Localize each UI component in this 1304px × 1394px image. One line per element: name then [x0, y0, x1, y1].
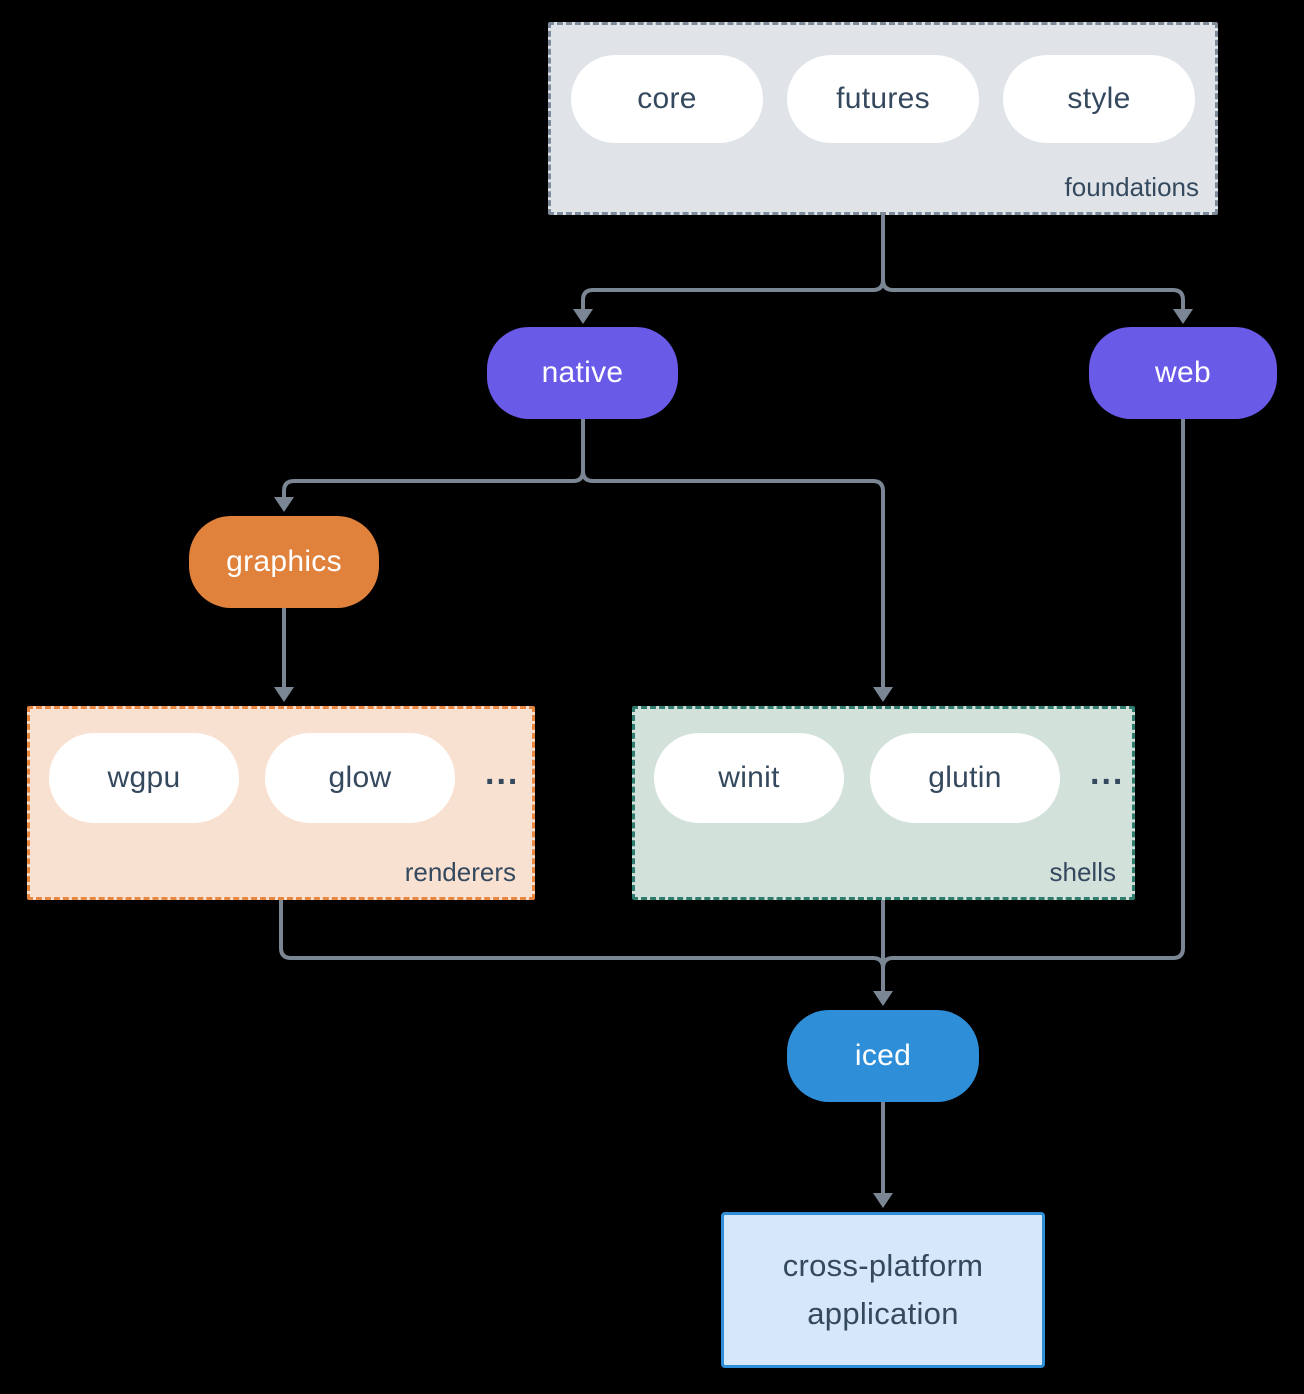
renderers-label: renderers: [404, 857, 516, 887]
node-futures: futures: [787, 55, 979, 143]
arrowhead-into-web: [1173, 309, 1193, 324]
edge-web-to-iced: [881, 419, 1185, 991]
node-winit: winit: [654, 733, 844, 823]
node-application: cross-platform application: [721, 1212, 1045, 1368]
shells-label: shells: [1049, 857, 1116, 887]
node-glutin: glutin: [870, 733, 1060, 823]
node-native: native: [487, 327, 678, 419]
edge-renderers-to-iced: [279, 900, 885, 991]
arrowhead-into-shells: [873, 687, 893, 702]
foundations-pill-row: core futures style: [551, 25, 1215, 143]
arrowhead-into-renderers: [274, 687, 294, 702]
renderers-ellipsis: ...: [485, 753, 520, 792]
shells-ellipsis: ...: [1090, 753, 1125, 792]
application-label-line1: cross-platform: [782, 1248, 984, 1283]
node-iced: iced: [787, 1010, 979, 1102]
arrowhead-into-iced: [873, 991, 893, 1006]
arrowhead-into-application: [873, 1193, 893, 1208]
node-core: core: [571, 55, 763, 143]
foundations-label: foundations: [1064, 172, 1199, 202]
renderers-pill-row: wgpu glow ...: [30, 709, 532, 823]
group-foundations: core futures style foundations: [548, 22, 1218, 215]
edge-native-to-graphics: [282, 419, 585, 497]
group-shells: winit glutin ... shells: [632, 706, 1135, 900]
node-graphics: graphics: [189, 516, 379, 608]
node-style: style: [1003, 55, 1195, 143]
edge-foundations-to-native: [581, 215, 885, 310]
group-renderers: wgpu glow ... renderers: [27, 706, 535, 900]
application-label-line2: application: [807, 1296, 959, 1331]
arrowhead-into-graphics: [274, 497, 294, 512]
node-wgpu: wgpu: [49, 733, 239, 823]
edge-foundations-to-web: [881, 215, 1185, 310]
edge-native-to-shells: [581, 419, 885, 687]
node-glow: glow: [265, 733, 455, 823]
node-web: web: [1089, 327, 1277, 419]
shells-pill-row: winit glutin ...: [635, 709, 1132, 823]
arrowhead-into-native: [573, 309, 593, 324]
